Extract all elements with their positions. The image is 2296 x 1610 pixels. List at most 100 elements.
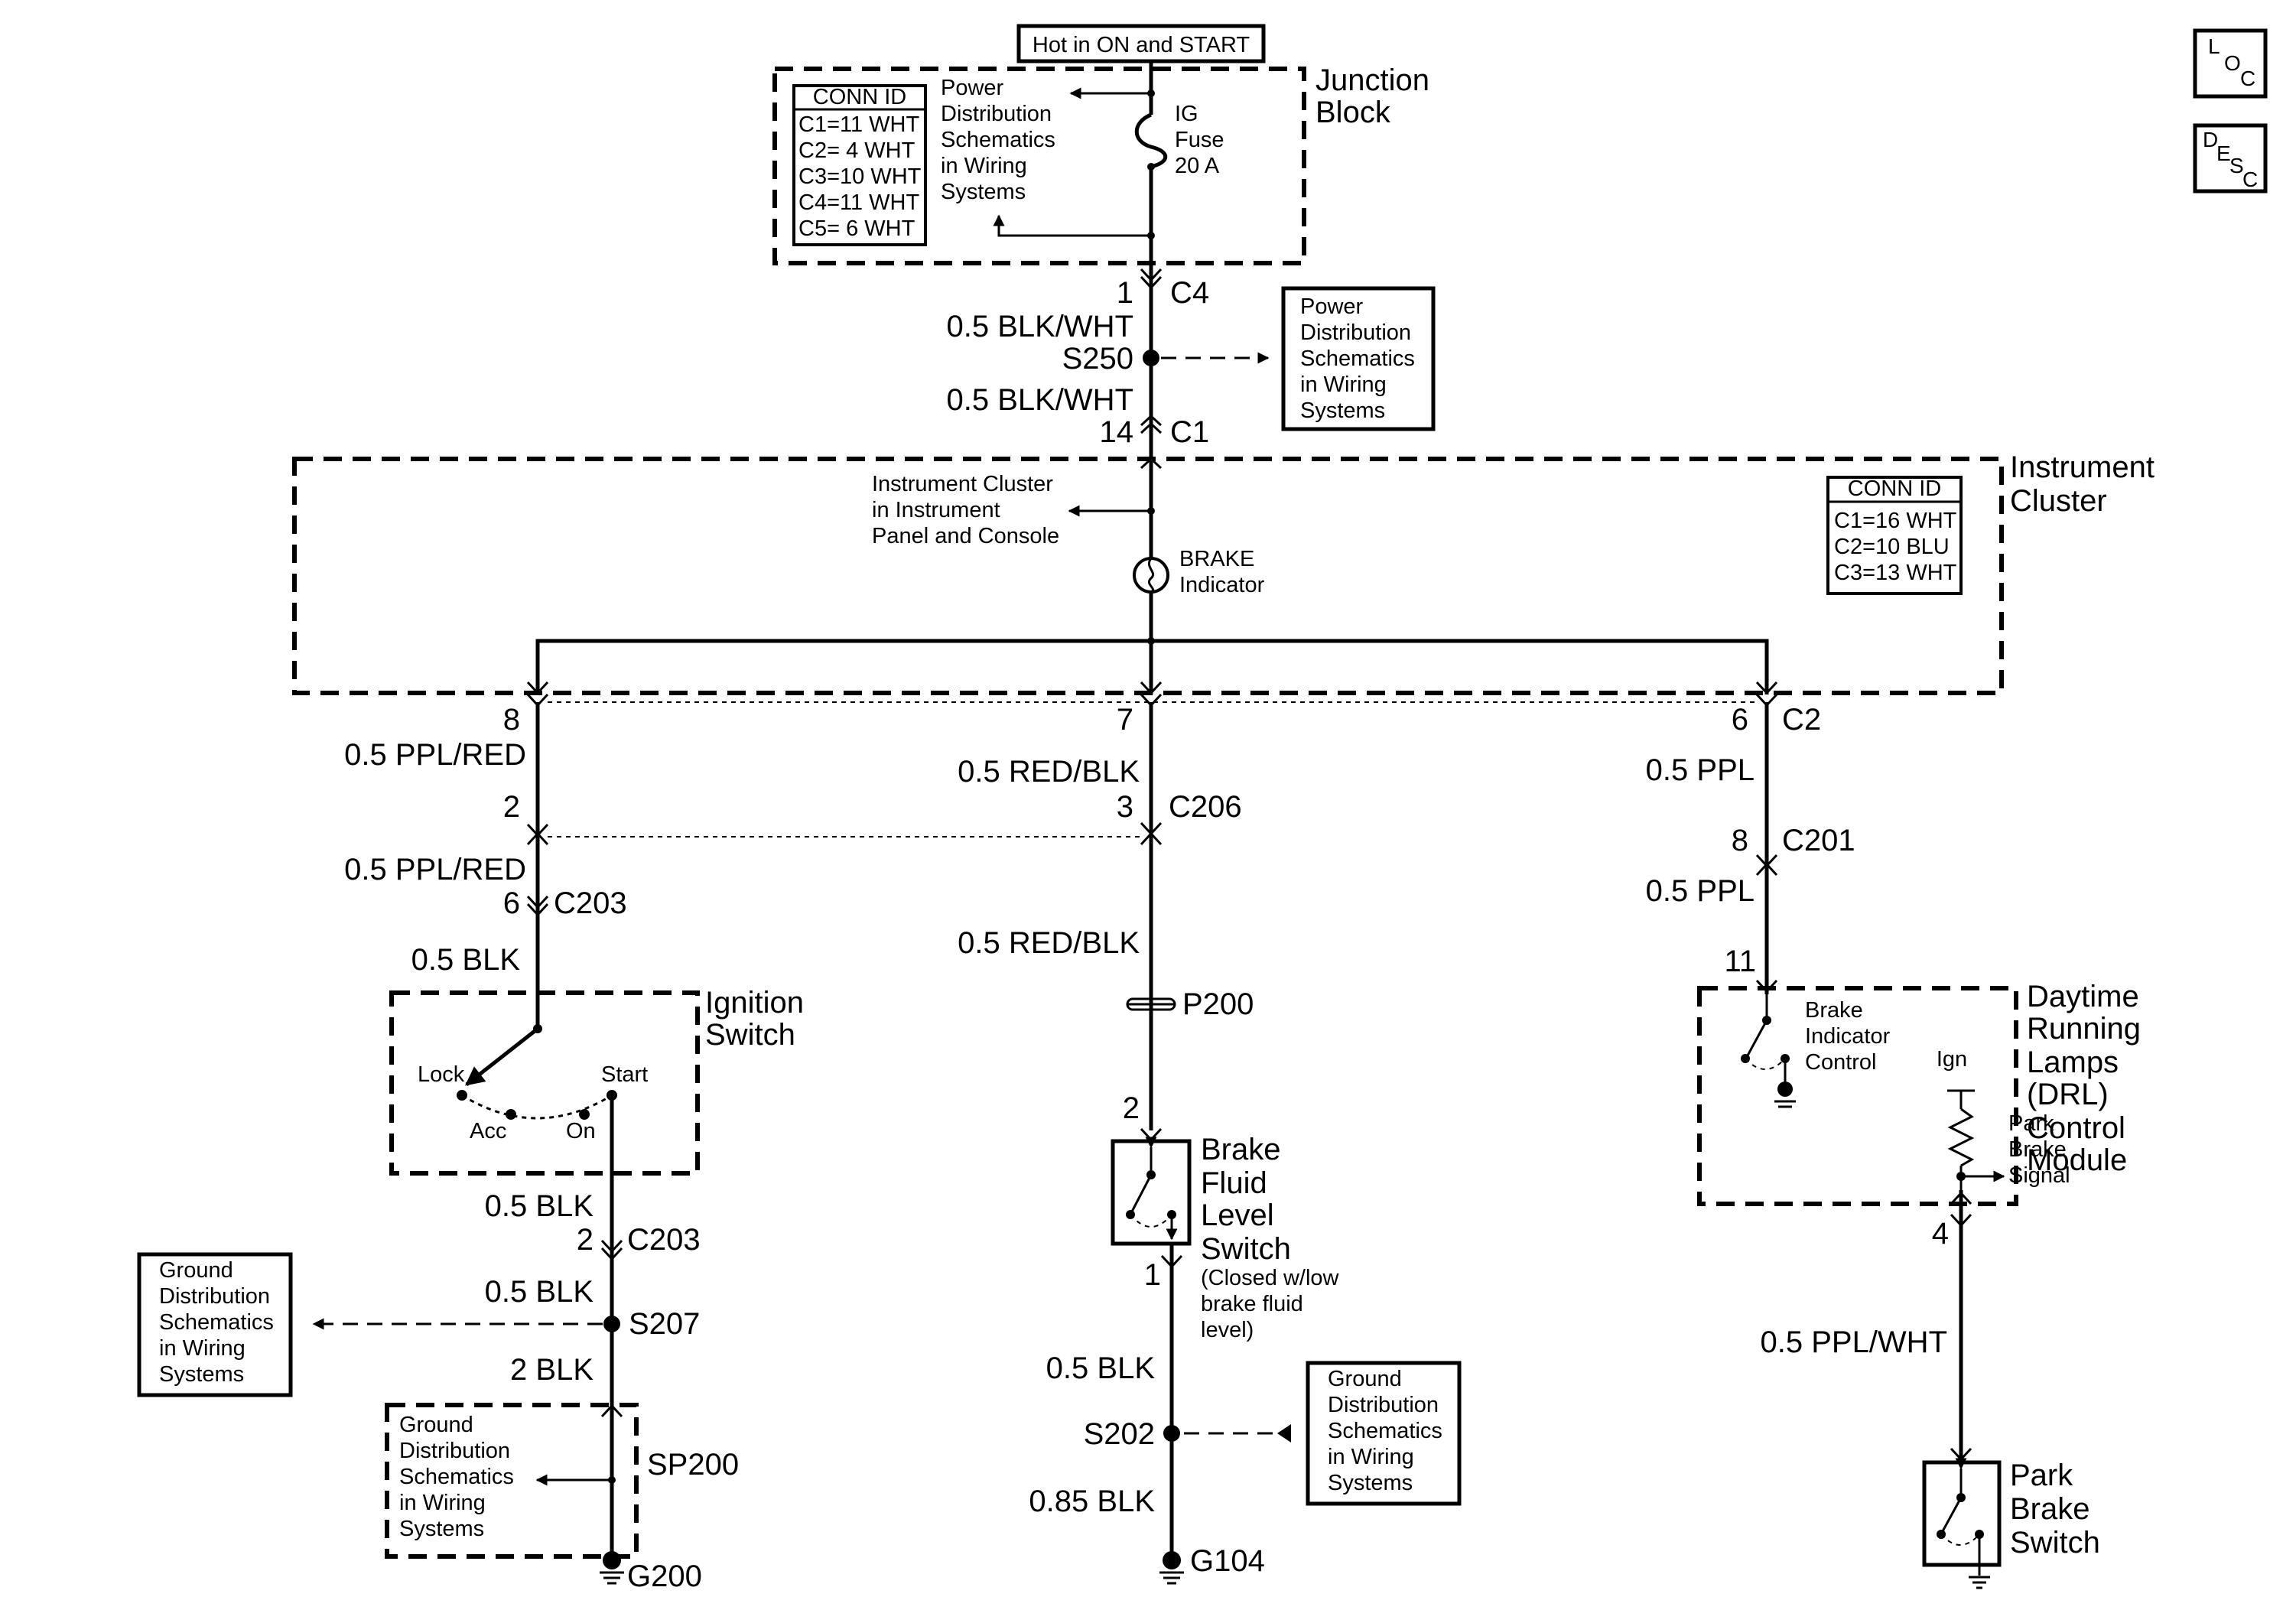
svg-text:E: E [2216, 141, 2231, 165]
brake-fluid-switch-note: (Closed w/low brake fluid level) [1201, 1266, 1340, 1342]
ignition-switch-title: Ignition [705, 986, 804, 1020]
drl-module-title: Daytime Running Lamps (DRL) Control Modu… [2027, 980, 2141, 1177]
pin-8: 8 [503, 703, 520, 737]
junction-block-title: Junction [1315, 63, 1429, 97]
brake-fluid-switch-title: Brake Fluid Level Switch [1201, 1133, 1291, 1266]
svg-text:Brake: Brake [2010, 1492, 2090, 1526]
svg-text:Lamps: Lamps [2027, 1046, 2119, 1079]
wire-label: 2 BLK [510, 1353, 594, 1387]
svg-text:Systems: Systems [399, 1517, 484, 1541]
power-ref-box[interactable]: Power Distribution Schematics in Wiring … [1281, 286, 1436, 431]
splice-s207 [603, 1316, 620, 1332]
pin-7: 7 [1117, 703, 1133, 737]
ground-g200-label: G200 [627, 1560, 702, 1593]
ground-ref-box-left[interactable]: Ground Distribution Schematics in Wiring… [137, 1252, 293, 1397]
wire-label: 0.5 BLK [1046, 1351, 1156, 1385]
svg-text:O: O [2224, 51, 2241, 75]
ig-fuse-icon [1134, 112, 1168, 169]
svg-text:Brake: Brake [2008, 1137, 2067, 1162]
wire-label: 0.5 PPL/RED [344, 738, 526, 772]
svg-text:C5= 6 WHT: C5= 6 WHT [798, 216, 915, 241]
svg-text:Power: Power [1300, 294, 1364, 319]
pin-8-right: 8 [1732, 824, 1748, 857]
svg-text:C3=10 WHT: C3=10 WHT [798, 164, 922, 189]
svg-text:Signal: Signal [2008, 1163, 2070, 1188]
svg-text:Panel and Console: Panel and Console [872, 524, 1059, 548]
ignition-switch-outline [389, 990, 700, 1176]
svg-text:Schematics: Schematics [159, 1310, 274, 1335]
cluster-ref: Instrument Cluster in Instrument Panel a… [872, 472, 1059, 548]
svg-text:Systems: Systems [1300, 398, 1385, 423]
junction-block-title-2: Block [1315, 96, 1391, 129]
svg-text:in Wiring: in Wiring [159, 1336, 246, 1361]
svg-text:C: C [2240, 67, 2255, 90]
pin-2: 2 [503, 790, 520, 824]
brake-indicator-label: BRAKE [1179, 547, 1254, 571]
loc-icon[interactable]: L O C [2193, 28, 2268, 99]
svg-text:Ground: Ground [159, 1258, 233, 1283]
ignition-switch-arm-icon [465, 1027, 539, 1086]
p200-label: P200 [1182, 987, 1254, 1021]
conn-c2: C2 [1782, 703, 1821, 737]
instrument-cluster-title-2: Cluster [2010, 484, 2107, 518]
svg-text:C: C [2242, 168, 2258, 191]
ground-ref-box-center[interactable]: Ground Distribution Schematics in Wiring… [1306, 1361, 1462, 1506]
wire-label: 0.85 BLK [1029, 1485, 1155, 1518]
junction-block-outline [772, 67, 1306, 265]
svg-text:Systems: Systems [941, 180, 1026, 204]
pos-acc: Acc [470, 1119, 506, 1143]
pin-4: 4 [1932, 1217, 1949, 1251]
svg-text:in Wiring: in Wiring [941, 154, 1027, 178]
svg-text:C4=11 WHT: C4=11 WHT [798, 190, 919, 215]
wire-label: 0.5 BLK/WHT [946, 310, 1133, 343]
pos-on: On [566, 1119, 596, 1143]
wire-label: 0.5 BLK [485, 1189, 594, 1223]
svg-text:Systems: Systems [159, 1362, 244, 1387]
wire-label: 0.5 RED/BLK [958, 926, 1140, 960]
ig-fuse-label: IG Fuse 20 A [1175, 102, 1224, 178]
pin-6-right: 6 [1732, 703, 1748, 737]
svg-text:C3=13 WHT: C3=13 WHT [1834, 561, 1957, 585]
svg-text:in Wiring: in Wiring [399, 1491, 486, 1515]
svg-text:Schematics: Schematics [399, 1465, 514, 1489]
svg-text:Distribution: Distribution [941, 102, 1052, 126]
brake-indicator-label-2: Indicator [1179, 573, 1265, 597]
svg-text:Ground: Ground [1328, 1367, 1402, 1391]
brake-indicator-control-switch [1741, 994, 1796, 1108]
svg-text:Power: Power [941, 76, 1004, 100]
brake-indicator-lamp-icon [1133, 557, 1169, 594]
svg-text:(Closed w/low: (Closed w/low [1201, 1266, 1340, 1290]
svg-text:C1=11 WHT: C1=11 WHT [798, 112, 919, 137]
svg-text:in Wiring: in Wiring [1328, 1445, 1414, 1469]
brake-fluid-level-switch [1111, 1137, 1192, 1246]
pin-11: 11 [1724, 945, 1756, 978]
svg-text:Control: Control [1805, 1050, 1877, 1075]
wire-label: 0.5 PPL [1646, 874, 1755, 908]
wire-label: 0.5 PPL [1646, 753, 1755, 787]
splice-s202 [1163, 1425, 1180, 1442]
brake-indicator-control-label: Brake Indicator Control [1805, 998, 1891, 1075]
svg-text:Level: Level [1201, 1199, 1274, 1232]
svg-text:Distribution: Distribution [1328, 1393, 1439, 1417]
svg-text:Indicator: Indicator [1805, 1024, 1891, 1049]
conn-c203: C203 [554, 886, 627, 920]
svg-text:Ground: Ground [399, 1413, 473, 1437]
svg-text:Running: Running [2027, 1012, 2141, 1046]
svg-text:CONN ID: CONN ID [1848, 476, 1941, 501]
svg-text:CONN ID: CONN ID [813, 85, 906, 109]
pin-3: 3 [1117, 790, 1133, 824]
svg-text:C2= 4 WHT: C2= 4 WHT [798, 138, 915, 163]
svg-text:C2=10 BLU: C2=10 BLU [1834, 535, 1950, 559]
pin-2-c203: 2 [577, 1223, 594, 1257]
pin-6: 6 [503, 886, 520, 920]
ground-g104-icon [1159, 1551, 1184, 1585]
desc-icon[interactable]: D E S C [2193, 123, 2268, 194]
connector-c1-icon [1140, 414, 1163, 427]
sp200-outline [385, 1403, 639, 1559]
junction-power-ref: Power Distribution Schematics in Wiring … [941, 76, 1055, 204]
park-brake-switch [1922, 1458, 2002, 1589]
ignition-switch-title-2: Switch [705, 1018, 795, 1052]
svg-text:Fluid: Fluid [1201, 1166, 1267, 1200]
svg-text:Brake: Brake [1805, 998, 1863, 1023]
